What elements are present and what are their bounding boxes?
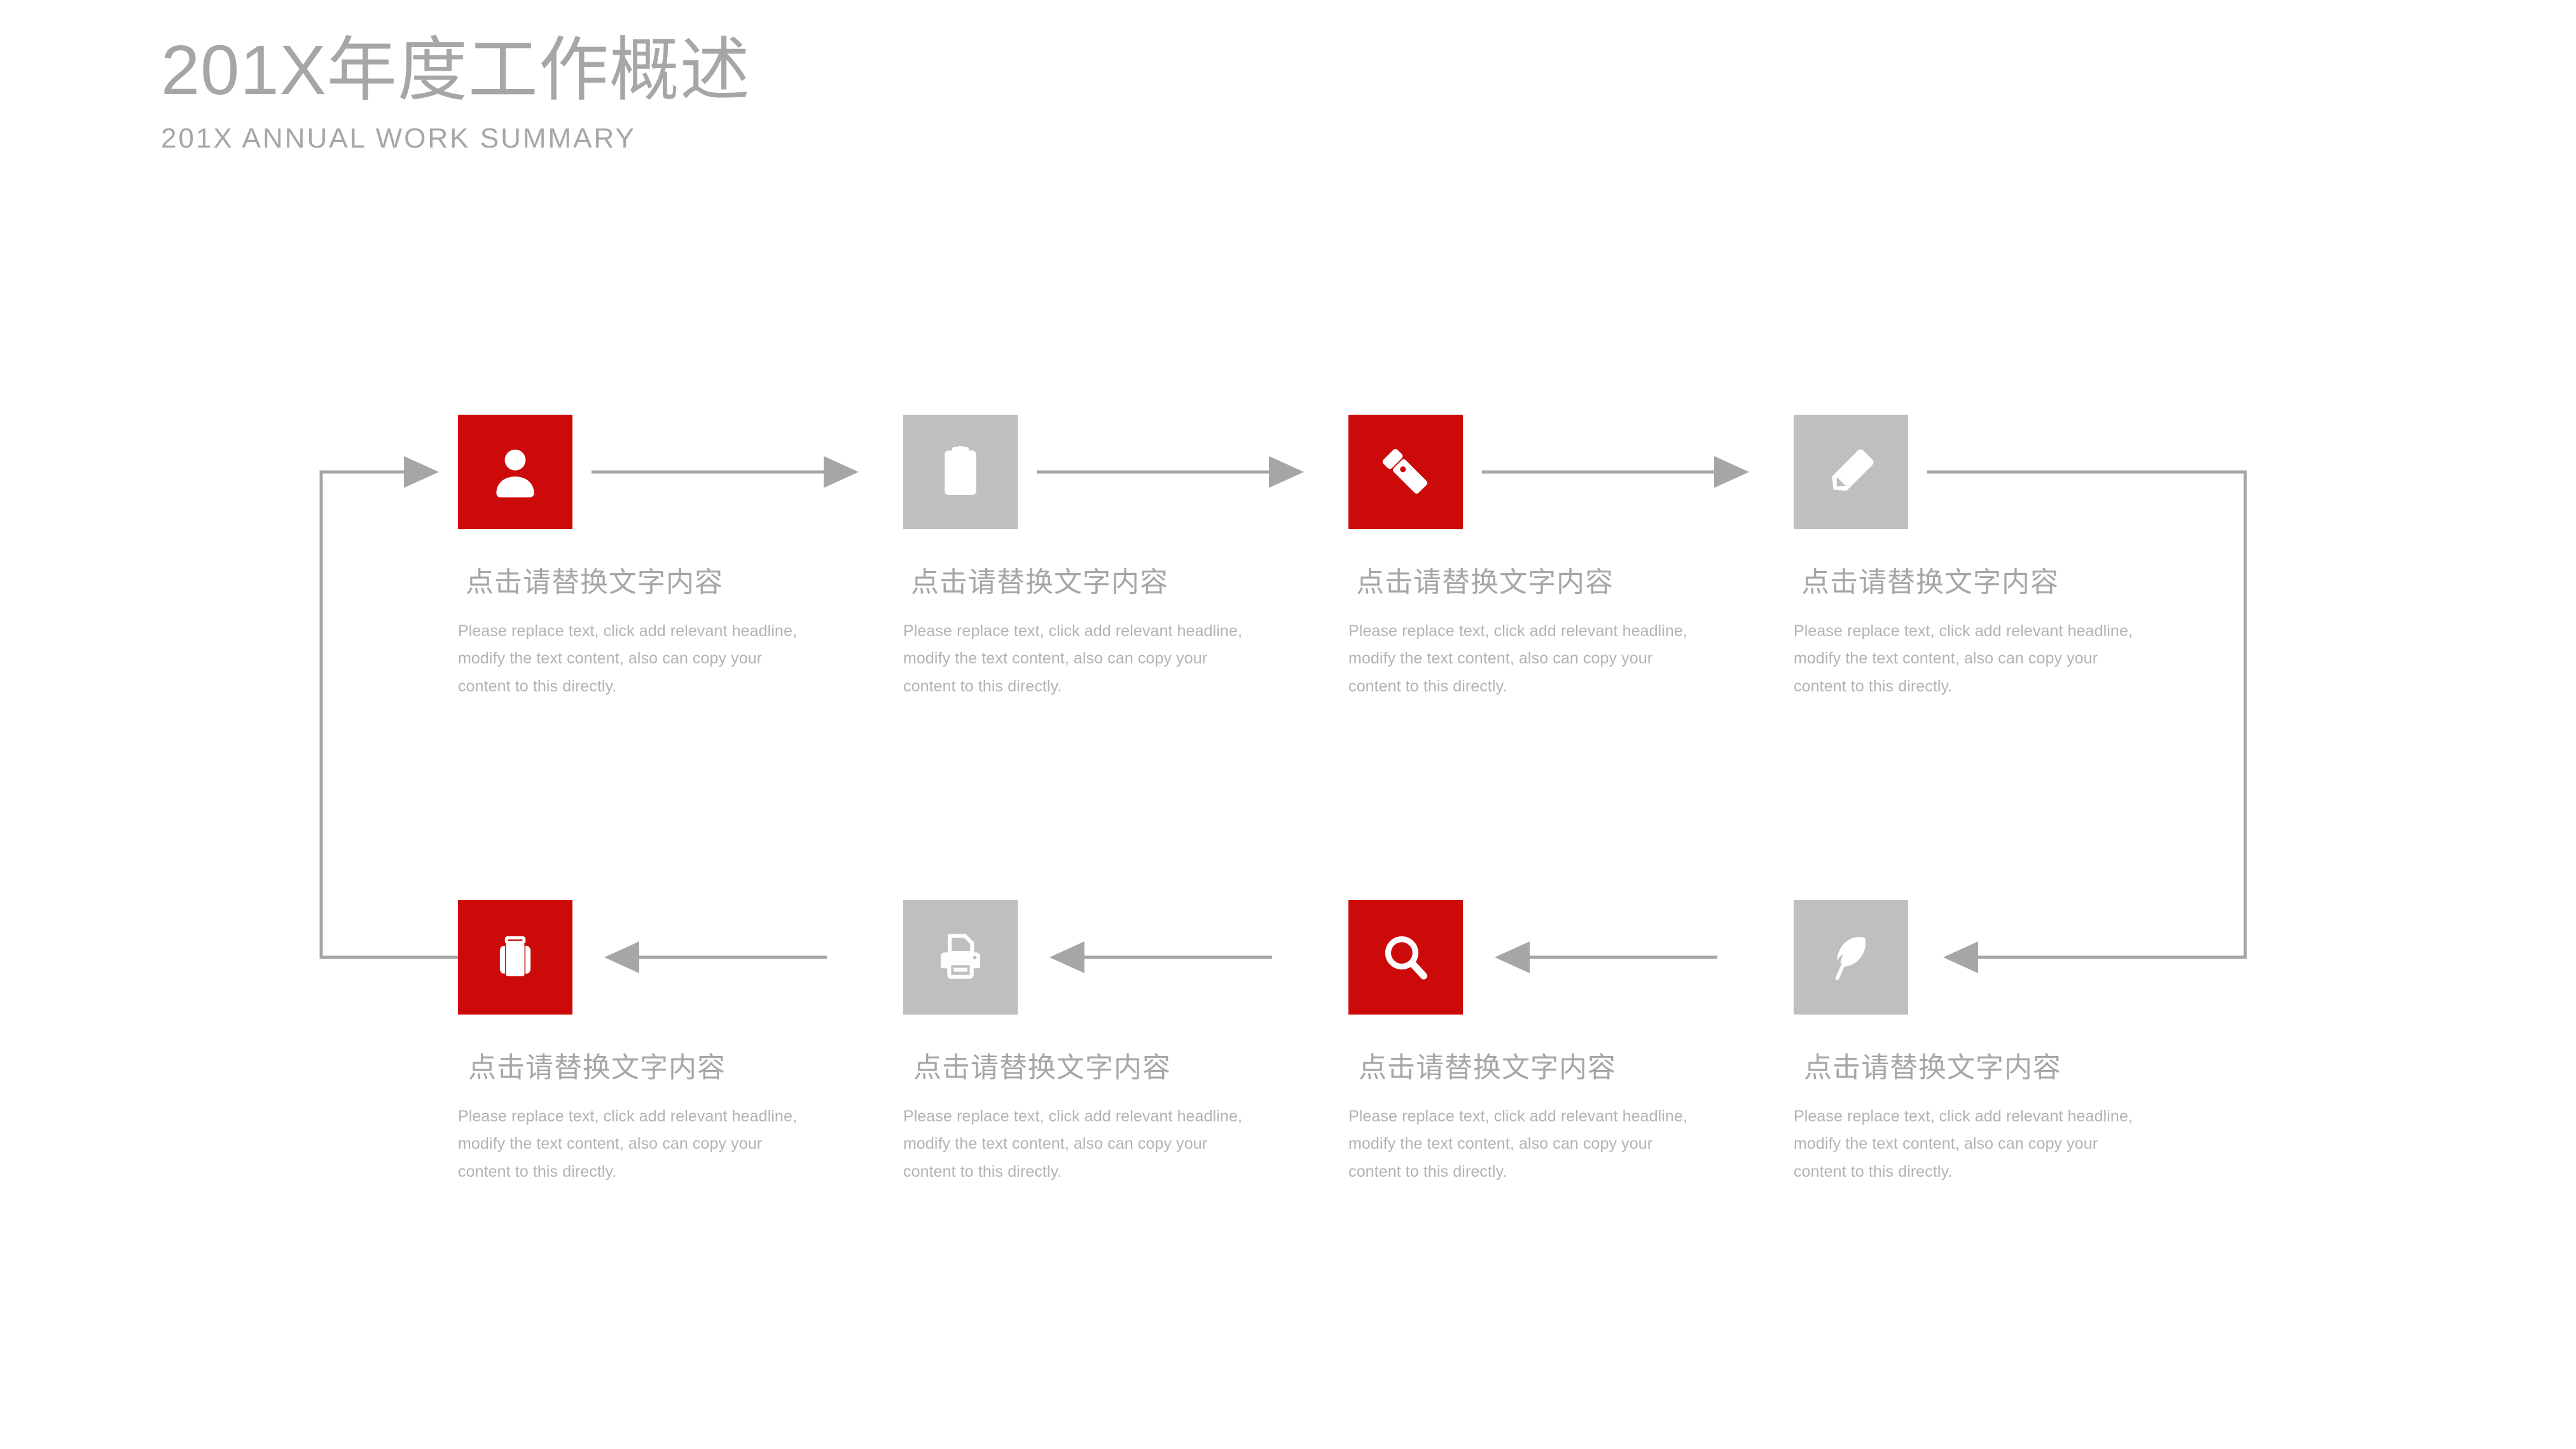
step-5-heading: 点击请替换文字内容: [468, 1052, 726, 1083]
clipboard-icon: [945, 446, 976, 495]
step-node-7[interactable]: 点击请替换文字内容 Please replace text, click add…: [1348, 900, 1743, 1186]
step-6-body: Please replace text, click add relevant …: [903, 1107, 1242, 1181]
step-3-icon-box[interactable]: [1348, 415, 1463, 529]
connector-left-loop: [319, 456, 458, 959]
briefcase-icon: [499, 936, 531, 976]
step-node-3[interactable]: 点击请替换文字内容 Please replace text, click add…: [1348, 415, 1743, 700]
step-2-icon-box[interactable]: [903, 415, 1018, 529]
page-header: 201X年度工作概述 201X ANNUAL WORK SUMMARY: [161, 31, 751, 155]
step-5-body: Please replace text, click add relevant …: [458, 1107, 797, 1181]
step-7-icon-box[interactable]: [1348, 900, 1463, 1015]
page-subtitle: 201X ANNUAL WORK SUMMARY: [161, 123, 636, 155]
step-7-body: Please replace text, click add relevant …: [1348, 1107, 1687, 1181]
flashlight-icon: [1382, 448, 1428, 494]
step-5-icon-box[interactable]: [458, 900, 572, 1015]
step-2-body: Please replace text, click add relevant …: [903, 622, 1242, 695]
step-node-6[interactable]: 点击请替换文字内容 Please replace text, click add…: [903, 900, 1298, 1186]
step-node-2[interactable]: 点击请替换文字内容 Please replace text, click add…: [903, 415, 1298, 700]
step-7-heading: 点击请替换文字内容: [1359, 1052, 1616, 1083]
step-8-body: Please replace text, click add relevant …: [1794, 1107, 2133, 1181]
step-1-icon-box[interactable]: [458, 415, 572, 529]
step-6-icon-box[interactable]: [903, 900, 1018, 1015]
step-8-icon-box[interactable]: [1794, 900, 1908, 1015]
step-3-body: Please replace text, click add relevant …: [1348, 622, 1687, 695]
step-2-heading: 点击请替换文字内容: [911, 567, 1168, 598]
step-node-4[interactable]: 点击请替换文字内容 Please replace text, click add…: [1794, 415, 2188, 700]
step-4-icon-box[interactable]: [1794, 415, 1908, 529]
step-3-heading: 点击请替换文字内容: [1356, 567, 1614, 598]
step-node-8[interactable]: 点击请替换文字内容 Please replace text, click add…: [1794, 900, 2188, 1186]
step-1-heading: 点击请替换文字内容: [466, 567, 723, 598]
step-node-1[interactable]: 点击请替换文字内容 Please replace text, click add…: [458, 415, 852, 700]
step-6-heading: 点击请替换文字内容: [913, 1052, 1171, 1083]
step-4-heading: 点击请替换文字内容: [1801, 567, 2059, 598]
page-title: 201X年度工作概述: [161, 31, 751, 109]
pencil-icon: [1832, 449, 1874, 491]
step-1-body: Please replace text, click add relevant …: [458, 622, 797, 695]
step-node-5[interactable]: 点击请替换文字内容 Please replace text, click add…: [458, 900, 852, 1186]
feather-icon: [1835, 936, 1866, 980]
step-8-heading: 点击请替换文字内容: [1804, 1052, 2061, 1083]
printer-icon: [940, 934, 981, 979]
search-icon: [1385, 936, 1427, 980]
step-4-body: Please replace text, click add relevant …: [1794, 622, 2133, 695]
user-icon: [496, 449, 534, 497]
